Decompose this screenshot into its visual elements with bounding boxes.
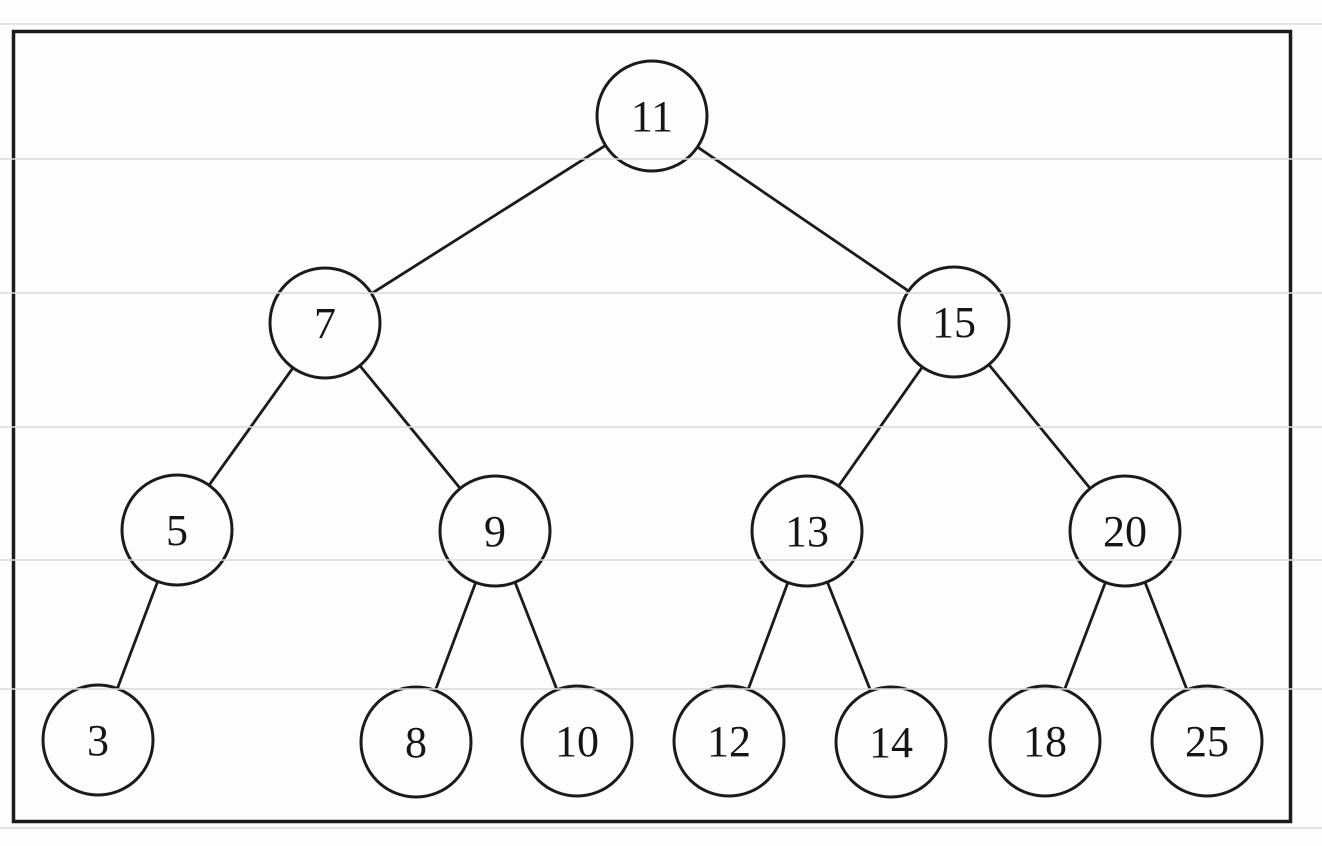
node-circle	[438, 474, 552, 588]
node-value: 11	[631, 92, 673, 141]
node-value: 10	[555, 717, 599, 766]
node-circle	[897, 265, 1011, 379]
node-circle	[120, 473, 234, 587]
tree-node-15: 15	[897, 265, 1011, 379]
node-circle	[1068, 474, 1182, 588]
node-circle	[750, 474, 864, 588]
node-value: 7	[314, 299, 336, 348]
tree-node-20: 20	[1068, 474, 1182, 588]
node-circle	[988, 684, 1102, 798]
tree-node-7: 7	[268, 266, 382, 380]
node-value: 25	[1185, 717, 1229, 766]
tree-node-18: 18	[988, 684, 1102, 798]
node-circle	[41, 683, 155, 797]
tree-node-14: 14	[834, 685, 948, 799]
node-circle	[1150, 684, 1264, 798]
tree-node-13: 13	[750, 474, 864, 588]
node-circle	[268, 266, 382, 380]
node-value: 15	[932, 298, 976, 347]
node-value: 9	[484, 507, 506, 556]
node-value: 13	[785, 507, 829, 556]
node-value: 3	[87, 716, 109, 765]
node-circle	[834, 685, 948, 799]
tree-edge-11-7	[323, 114, 654, 325]
tree-node-25: 25	[1150, 684, 1264, 798]
node-value: 8	[405, 718, 427, 767]
tree-node-10: 10	[520, 684, 634, 798]
tree-edge-11-15	[650, 114, 956, 324]
node-value: 18	[1023, 717, 1067, 766]
node-circle	[520, 684, 634, 798]
tree-node-3: 3	[41, 683, 155, 797]
tree-node-5: 5	[120, 473, 234, 587]
tree-node-11: 11	[595, 59, 709, 173]
node-circle	[359, 685, 473, 799]
node-value: 20	[1103, 507, 1147, 556]
node-value: 5	[166, 506, 188, 555]
tree-node-9: 9	[438, 474, 552, 588]
node-circle	[595, 59, 709, 173]
tree-node-8: 8	[359, 685, 473, 799]
tree-node-12: 12	[672, 684, 786, 798]
node-circle	[672, 684, 786, 798]
node-value: 14	[869, 718, 913, 767]
node-value: 12	[707, 717, 751, 766]
